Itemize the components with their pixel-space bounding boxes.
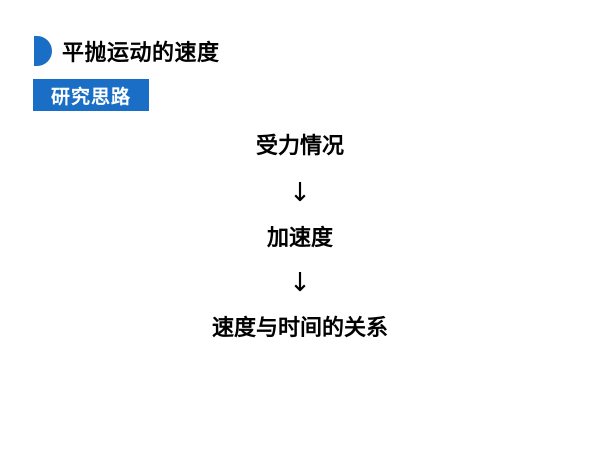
slide-header: 平抛运动的速度 bbox=[34, 36, 220, 66]
down-arrow-icon: ↓ bbox=[289, 268, 311, 298]
d-shape-marker-icon bbox=[34, 36, 52, 66]
flow-step-acceleration: 加速度 bbox=[266, 226, 333, 251]
section-badge: 研究思路 bbox=[33, 79, 149, 111]
slide-title: 平抛运动的速度 bbox=[62, 41, 220, 66]
down-arrow-icon: ↓ bbox=[289, 178, 311, 208]
flow-step-velocity-time: 速度与时间的关系 bbox=[211, 316, 388, 341]
flow-step-force: 受力情况 bbox=[255, 134, 344, 159]
